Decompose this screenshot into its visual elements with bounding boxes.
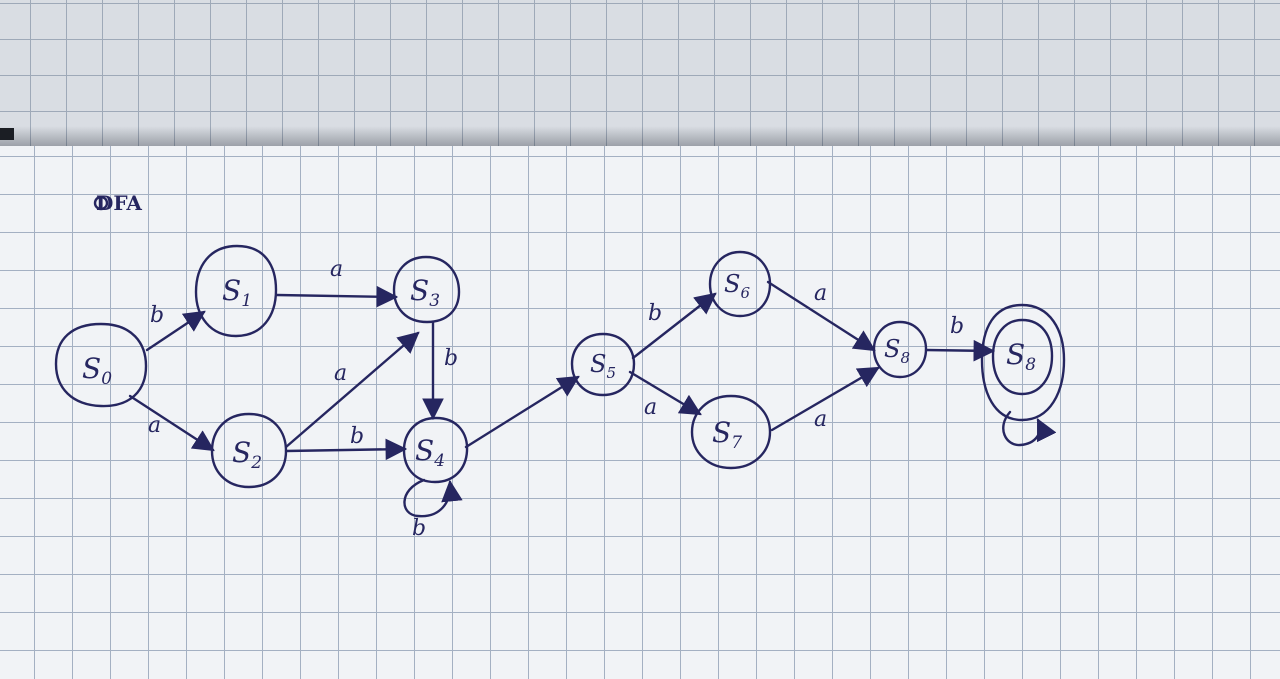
edge-s2-s3	[284, 331, 420, 449]
edge-label-s5-s7: a	[644, 395, 657, 420]
state-label-s8-final: S8	[1006, 338, 1036, 375]
edge-label-s2-s3: a	[334, 361, 347, 386]
state-s2: S2	[210, 412, 288, 489]
state-s3: S3	[392, 255, 461, 324]
state-s4: S4	[402, 416, 469, 484]
state-label-s5: S5	[590, 350, 616, 382]
transitions-layer: b a a a b b b b a a a b	[128, 257, 1057, 541]
edge-s7-s8	[770, 366, 880, 432]
edge-s2-s4	[284, 438, 408, 461]
state-s8: S8	[872, 320, 928, 379]
state-label-s8: S8	[884, 335, 910, 367]
edge-s4-s5	[464, 375, 580, 449]
notebook-page-main	[0, 146, 1280, 679]
state-label-s1: S1	[222, 274, 252, 311]
edge-s4-self-loop	[403, 478, 463, 518]
edge-s0-s2	[128, 394, 215, 452]
state-label-s3: S3	[410, 274, 440, 311]
edge-s1-s3	[275, 285, 399, 308]
state-label-s0: S0	[82, 352, 112, 389]
edge-label-s6-s8: a	[814, 281, 827, 306]
state-s6: S6	[708, 250, 772, 318]
edge-s5-s7	[628, 370, 702, 416]
edge-label-s1-s3: a	[330, 257, 343, 282]
edge-label-s8-s8final: b	[950, 314, 964, 339]
edge-s5-s6	[631, 292, 717, 360]
state-s7: S7	[690, 394, 772, 470]
edge-label-s5-s6: b	[648, 301, 662, 326]
edge-s0-s1	[145, 310, 206, 352]
state-label-s7: S7	[712, 416, 742, 453]
states-layer: S0 S1 S2 S3 S4 S5 S6 S7	[54, 244, 1066, 489]
edge-s8final-self-loop	[1002, 410, 1057, 447]
notebook-page-top	[0, 0, 1280, 150]
edge-label-s3-s4: b	[444, 346, 458, 371]
page-edge	[0, 128, 14, 140]
title-scribble	[93, 195, 109, 211]
edge-label-s7-s8: a	[814, 407, 827, 432]
state-s1: S1	[194, 244, 278, 338]
diagram-title: DFA	[96, 191, 142, 215]
edge-s6-s8	[766, 280, 876, 352]
edge-label-s0-s2: a	[148, 413, 161, 438]
state-s0: S0	[54, 322, 148, 408]
edge-label-s2-s4: b	[350, 424, 364, 449]
state-label-s4: S4	[415, 434, 445, 471]
state-label-s2: S2	[232, 436, 262, 473]
edge-label-s4-self: b	[412, 516, 426, 541]
state-s5: S5	[570, 332, 636, 397]
state-s8-final: S8	[980, 303, 1066, 422]
edge-label-s0-s1: b	[150, 303, 164, 328]
state-label-s6: S6	[724, 270, 750, 302]
